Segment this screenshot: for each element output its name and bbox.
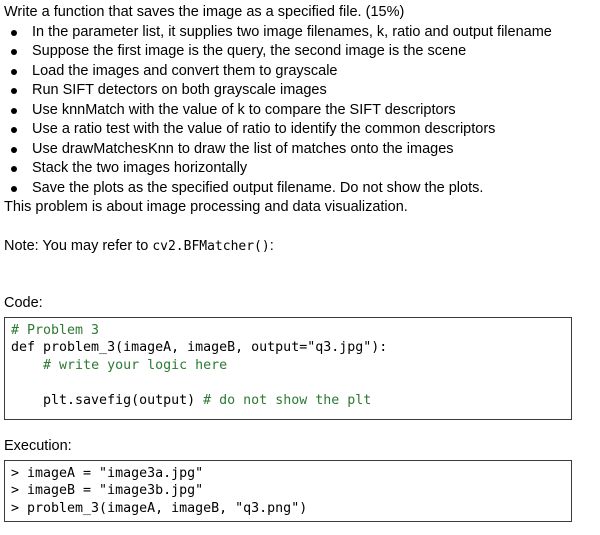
requirement-item: In the parameter list, it supplies two i…	[4, 23, 594, 43]
code-label: Code:	[4, 295, 43, 311]
requirement-item: Run SIFT detectors on both grayscale ima…	[4, 81, 594, 101]
code-line: # write your logic here	[43, 357, 228, 373]
problem-document: Write a function that saves the image as…	[4, 3, 594, 522]
execution-label: Execution:	[4, 438, 72, 454]
requirement-item: Use a ratio test with the value of ratio…	[4, 120, 594, 140]
requirement-item: Use drawMatchesKnn to draw the list of m…	[4, 140, 594, 160]
bullet-icon	[11, 49, 17, 55]
requirements-list: In the parameter list, it supplies two i…	[4, 23, 594, 199]
bullet-icon	[11, 107, 17, 114]
bullet-icon	[11, 185, 17, 192]
note-suffix: :	[269, 237, 274, 254]
execution-line: > imageA = "image3a.jpg"	[11, 465, 204, 481]
bullet-icon	[11, 146, 17, 153]
requirement-item: Stack the two images horizontally	[4, 159, 594, 179]
code-line: def problem_3(imageA, imageB, output="q3…	[11, 340, 388, 355]
note-prefix: Note: You may refer to	[4, 237, 153, 254]
execution-line: > imageB = "image3b.jpg"	[11, 483, 204, 498]
problem-title: Write a function that saves the image as…	[4, 4, 405, 20]
note-code: cv2.BFMatcher()	[152, 238, 270, 254]
code-block[interactable]: # Problem 3 def problem_3(imageA, imageB…	[4, 316, 572, 420]
bullet-icon	[11, 68, 17, 75]
code-line	[11, 374, 565, 392]
requirement-item: Save the plots as the specified output f…	[4, 179, 594, 199]
bullet-icon	[11, 29, 17, 36]
execution-block[interactable]: > imageA = "image3a.jpg" > imageB = "ima…	[4, 459, 572, 522]
execution-line: > problem_3(imageA, imageB, "q3.png")	[11, 500, 308, 516]
bullet-icon	[11, 88, 17, 94]
requirement-item: Use knnMatch with the value of k to comp…	[4, 101, 594, 121]
code-line: # Problem 3	[11, 322, 100, 338]
reference-note: Note: You may refer to cv2.BFMatcher():	[4, 237, 594, 257]
requirement-item: Load the images and convert them to gray…	[4, 62, 594, 82]
requirement-item: Suppose the first image is the query, th…	[4, 42, 594, 62]
bullet-icon	[11, 166, 17, 172]
bullet-icon	[11, 127, 17, 133]
code-line: plt.savefig(output) # do not show the pl…	[11, 392, 372, 408]
problem-description: This problem is about image processing a…	[4, 199, 408, 215]
